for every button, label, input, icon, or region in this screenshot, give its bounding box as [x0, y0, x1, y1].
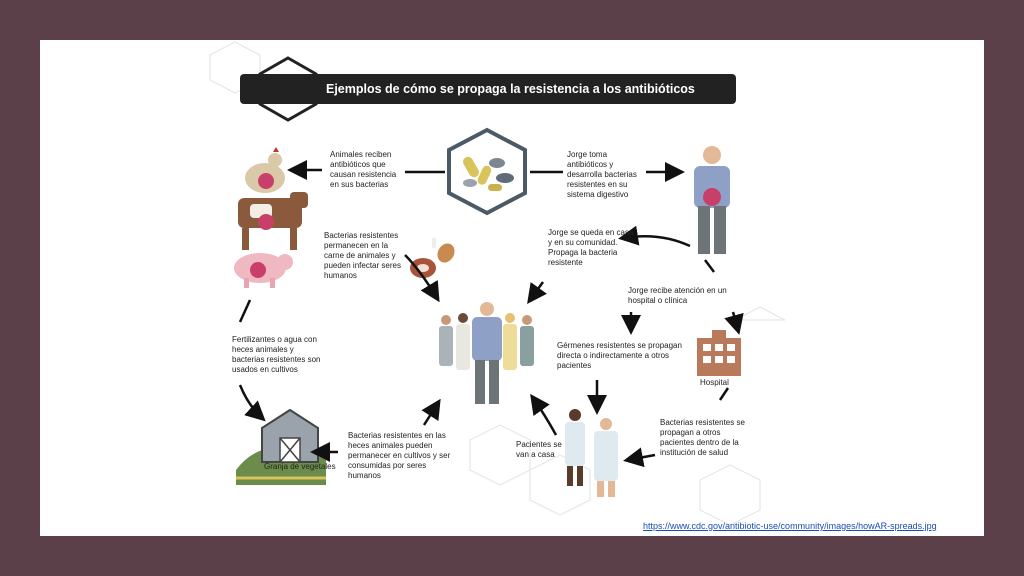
flow-arrows — [238, 160, 744, 468]
crowd-icon — [439, 302, 534, 404]
label-meat-bacteria: Bacterias resistentes permanecen en la c… — [324, 231, 401, 280]
meat-icon — [410, 238, 455, 278]
label-feces-bacteria: Bacterias resistentes en las heces anima… — [348, 431, 451, 480]
label-jorge-home: Jorge se queda en casa y en su comunidad… — [548, 228, 634, 267]
label-animals-receive: Animales reciben antibióticos que causan… — [330, 150, 397, 189]
man-icon — [694, 146, 730, 254]
patients-icon — [565, 409, 618, 497]
hospital-icon — [697, 330, 741, 376]
label-fertilizers: Fertilizantes o agua con heces animales … — [232, 335, 321, 374]
source-link[interactable]: https://www.cdc.gov/antibiotic-use/commu… — [643, 521, 937, 531]
diagram-title: Ejemplos de cómo se propaga la resistenc… — [326, 82, 695, 96]
pig-icon — [234, 253, 293, 288]
label-institution-spread: Bacterias resistentes se propagan a otro… — [660, 418, 745, 457]
farm-icon — [236, 408, 326, 485]
label-farm: Granja de vegetales — [264, 462, 336, 471]
label-jorge-takes: Jorge toma antibióticos y desarrolla bac… — [567, 150, 637, 199]
slide-canvas — [40, 40, 984, 536]
label-patients-home: Pacientes se van a casa — [516, 440, 562, 459]
cow-icon — [238, 192, 308, 250]
label-jorge-hospital: Jorge recibe atención en un hospital o c… — [628, 286, 727, 305]
background-hexagons — [209, 41, 786, 526]
label-germs-spread: Gérmenes resistentes se propagan directa… — [557, 341, 682, 370]
title-banner — [240, 74, 736, 104]
chicken-icon — [245, 147, 285, 193]
pills-icon — [447, 127, 527, 216]
label-hospital: Hospital — [700, 378, 729, 387]
